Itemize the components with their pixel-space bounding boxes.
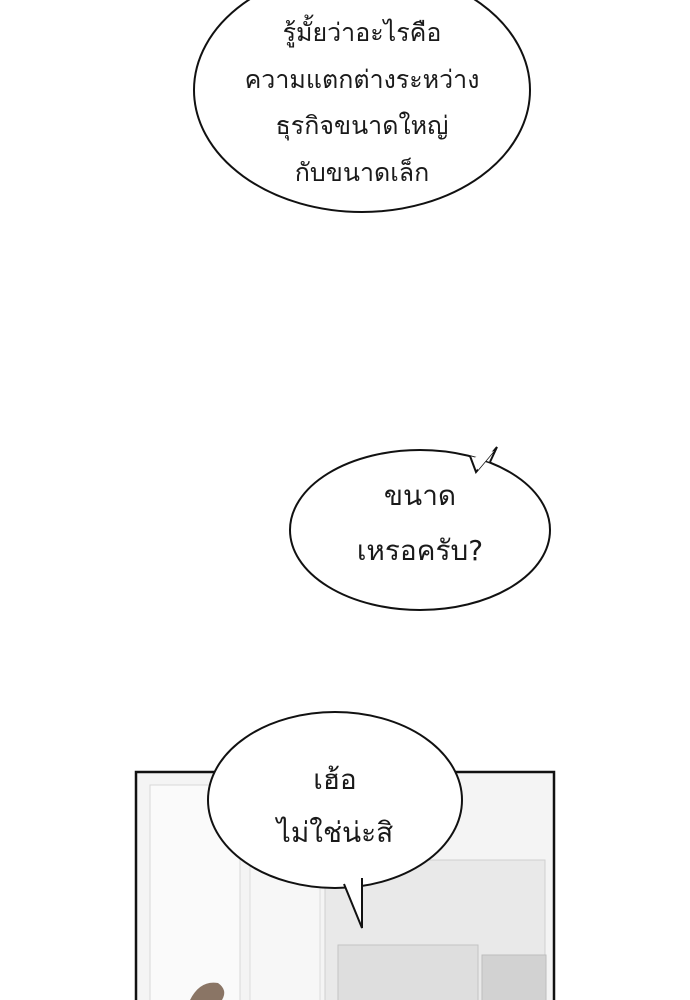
bubble-line: รู้มั้ยว่าอะไรคือ [282, 18, 442, 47]
bubble-line: กับขนาดเล็ก [294, 157, 430, 187]
speech-bubble-3-text: เฮ้อ ไม่ใช่น่ะสิ [208, 753, 462, 859]
speech-bubble-1-text: รู้มั้ยว่าอะไรคือ ความแตกต่างระหว่าง ธุร… [192, 10, 532, 196]
bubble-line: เหรอครับ? [356, 534, 484, 568]
bubble-line: เฮ้อ [313, 763, 357, 796]
bubble-line: ความแตกต่างระหว่าง [244, 64, 480, 94]
speech-bubble-1 [193, 0, 531, 213]
speech-bubble-3 [207, 711, 463, 929]
speech-bubble-2 [289, 446, 551, 611]
bubble-line: ธุรกิจขนาดใหญ่ [275, 111, 449, 140]
bubble-line: ขนาด [383, 479, 457, 512]
character-hair-fragment [190, 982, 225, 1000]
speech-bubble-2-text: ขนาด เหรอครับ? [290, 468, 550, 579]
bubble-line: ไม่ใช่น่ะสิ [276, 816, 394, 850]
